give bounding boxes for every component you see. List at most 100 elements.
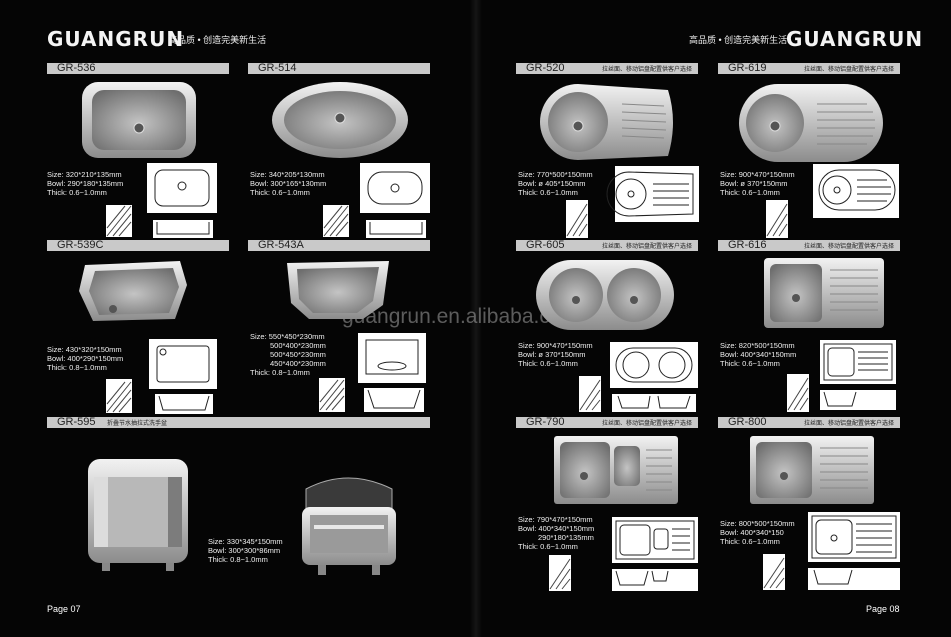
product-note: 拉丝面、移动铝盘配置供客户选择 [601,244,692,250]
product-note: 拉丝面、移动铝盘配置供客户选择 [601,67,692,73]
spec-line: Size: 770*500*150mm [518,170,593,179]
product-code: GR-539C [57,239,104,251]
product-bar-gr-520: GR-520 拉丝面、移动铝盘配置供客户选择 [516,62,698,74]
product-specs: Size: 820*500*150mm Bowl: 400*340*150mm … [720,341,796,368]
product-specs: Size: 790*470*150mm Bowl: 400*340*150mm … [518,515,594,551]
product-specs: Size: 340*205*130mm Bowl: 300*165*130mm … [250,170,326,197]
product-photo [552,434,680,511]
left-tagline: 高品质 • 创造完美新生活 [168,35,267,45]
spec-line: Bowl: ø 405*150mm [518,179,586,188]
product-code: GR-790 [526,416,565,428]
spec-line: Thick: 0.6~1.0mm [518,542,578,551]
product-specs: Size: 550*450*230mm 500*400*230mm 500*45… [250,332,326,377]
product-photo [80,80,198,165]
spec-line: Thick: 0.6~1.0mm [250,188,310,197]
product-specs: Size: 320*210*135mm Bowl: 290*180*135mm … [47,170,123,197]
product-photo [75,255,190,330]
product-bar-gr-543a: GR-543A [248,239,430,251]
product-photo [762,256,886,335]
product-photo [737,82,885,169]
spec-line: Size: 820*500*150mm [720,341,795,350]
spec-line: Bowl: 400*340*150mm [518,524,595,533]
technical-drawing [322,160,432,242]
product-bar-gr-595: GR-595 折叠节水抽拉式洗手盆 [47,416,430,428]
product-code: GR-616 [728,239,767,251]
product-specs: Size: 900*470*150mm Bowl: ø 370*150mm Th… [518,341,593,368]
spec-line: Size: 900*470*150mm [720,170,795,179]
product-photo [748,434,876,511]
spec-line: Bowl: 400*340*150 [720,528,784,537]
spec-line: Bowl: ø 370*150mm [720,179,788,188]
spec-line: Bowl: 300*300*86mm [208,546,281,555]
spec-line: Size: 320*210*135mm [47,170,122,179]
product-code: GR-595 [57,416,96,428]
spec-line: Bowl: 400*340*150mm [720,350,797,359]
product-note: 拉丝面、移动铝盘配置供客户选择 [803,67,894,73]
product-code: GR-619 [728,62,767,74]
spec-line: Thick: 0.6~1.0mm [720,188,780,197]
spec-line: Thick: 0.6~1.0mm [720,537,780,546]
spec-line: Size: 330*345*150mm [208,537,283,546]
technical-drawing [578,340,700,416]
product-bar-gr-605: GR-605 拉丝面、移动铝盘配置供客户选择 [516,239,698,251]
product-photo [534,258,676,337]
product-specs: Size: 800*500*150mm Bowl: 400*340*150 Th… [720,519,795,546]
spec-line: Thick: 0.8~1.0mm [250,368,310,377]
technical-drawing [565,164,701,242]
product-photo [538,80,680,169]
product-code: GR-543A [258,239,304,251]
product-bar-gr-514: GR-514 [248,62,430,74]
spec-line: Size: 340*205*130mm [250,170,325,179]
spec-line: Thick: 0.6~1.0mm [47,188,107,197]
product-bar-gr-616: GR-616 拉丝面、移动铝盘配置供客户选择 [718,239,900,251]
product-specs: Size: 770*500*150mm Bowl: ø 405*150mm Th… [518,170,593,197]
spec-line: 500*400*230mm [270,341,326,350]
spec-line: Thick: 0.8~1.0mm [47,363,107,372]
product-photo [283,255,393,328]
spec-line: 290*180*135mm [538,533,594,542]
right-tagline: 高品质 • 创造完美新生活 [689,35,788,45]
page-number-left: Page 07 [47,604,81,614]
spec-line: Bowl: 290*180*135mm [47,179,124,188]
technical-drawing [762,510,902,594]
product-photo [82,455,194,578]
technical-drawing [318,330,430,416]
spec-line: Thick: 0.6~1.0mm [720,359,780,368]
product-bar-gr-800: GR-800 拉丝面、移动铝盘配置供客户选择 [718,416,900,428]
spec-line: Bowl: 300*165*130mm [250,179,327,188]
product-bar-gr-790: GR-790 拉丝面、移动铝盘配置供客户选择 [516,416,698,428]
spec-line: Size: 790*470*150mm [518,515,593,524]
technical-drawing [105,336,220,418]
page-spine [470,0,482,637]
technical-drawing [548,515,700,595]
product-bar-gr-539c: GR-539C [47,239,229,251]
right-brand-logo: GUANGRUN [786,27,924,51]
product-bar-gr-619: GR-619 拉丝面、移动铝盘配置供客户选择 [718,62,900,74]
product-note: 拉丝面、移动铝盘配置供客户选择 [601,421,692,427]
product-note: 折叠节水抽拉式洗手盆 [107,421,168,427]
watermark: guangrun.en.alibaba.com [342,305,580,328]
technical-drawing [765,162,901,242]
product-note: 拉丝面、移动铝盘配置供客户选择 [803,421,894,427]
product-specs: Size: 430*320*150mm Bowl: 400*290*150mm … [47,345,123,372]
product-code: GR-514 [258,62,297,74]
product-code: GR-520 [526,62,565,74]
spec-line: 450*400*230mm [270,359,326,368]
spec-line: Size: 900*470*150mm [518,341,593,350]
spec-line: Thick: 0.6~1.0mm [518,359,578,368]
product-photo [270,80,410,165]
spec-line: Size: 800*500*150mm [720,519,795,528]
product-code: GR-800 [728,416,767,428]
product-code: GR-536 [57,62,96,74]
product-code: GR-605 [526,239,565,251]
product-photo [298,465,400,582]
spec-line: Thick: 0.6~1.0mm [518,188,578,197]
spec-line: Thick: 0.8~1.0mm [208,555,268,564]
spec-line: Size: 430*320*150mm [47,345,122,354]
technical-drawing [105,160,225,242]
page-number-right: Page 08 [866,604,900,614]
technical-drawing [786,338,900,416]
product-bar-gr-536: GR-536 [47,62,229,74]
spec-line: Bowl: ø 370*150mm [518,350,586,359]
product-note: 拉丝面、移动铝盘配置供客户选择 [803,244,894,250]
